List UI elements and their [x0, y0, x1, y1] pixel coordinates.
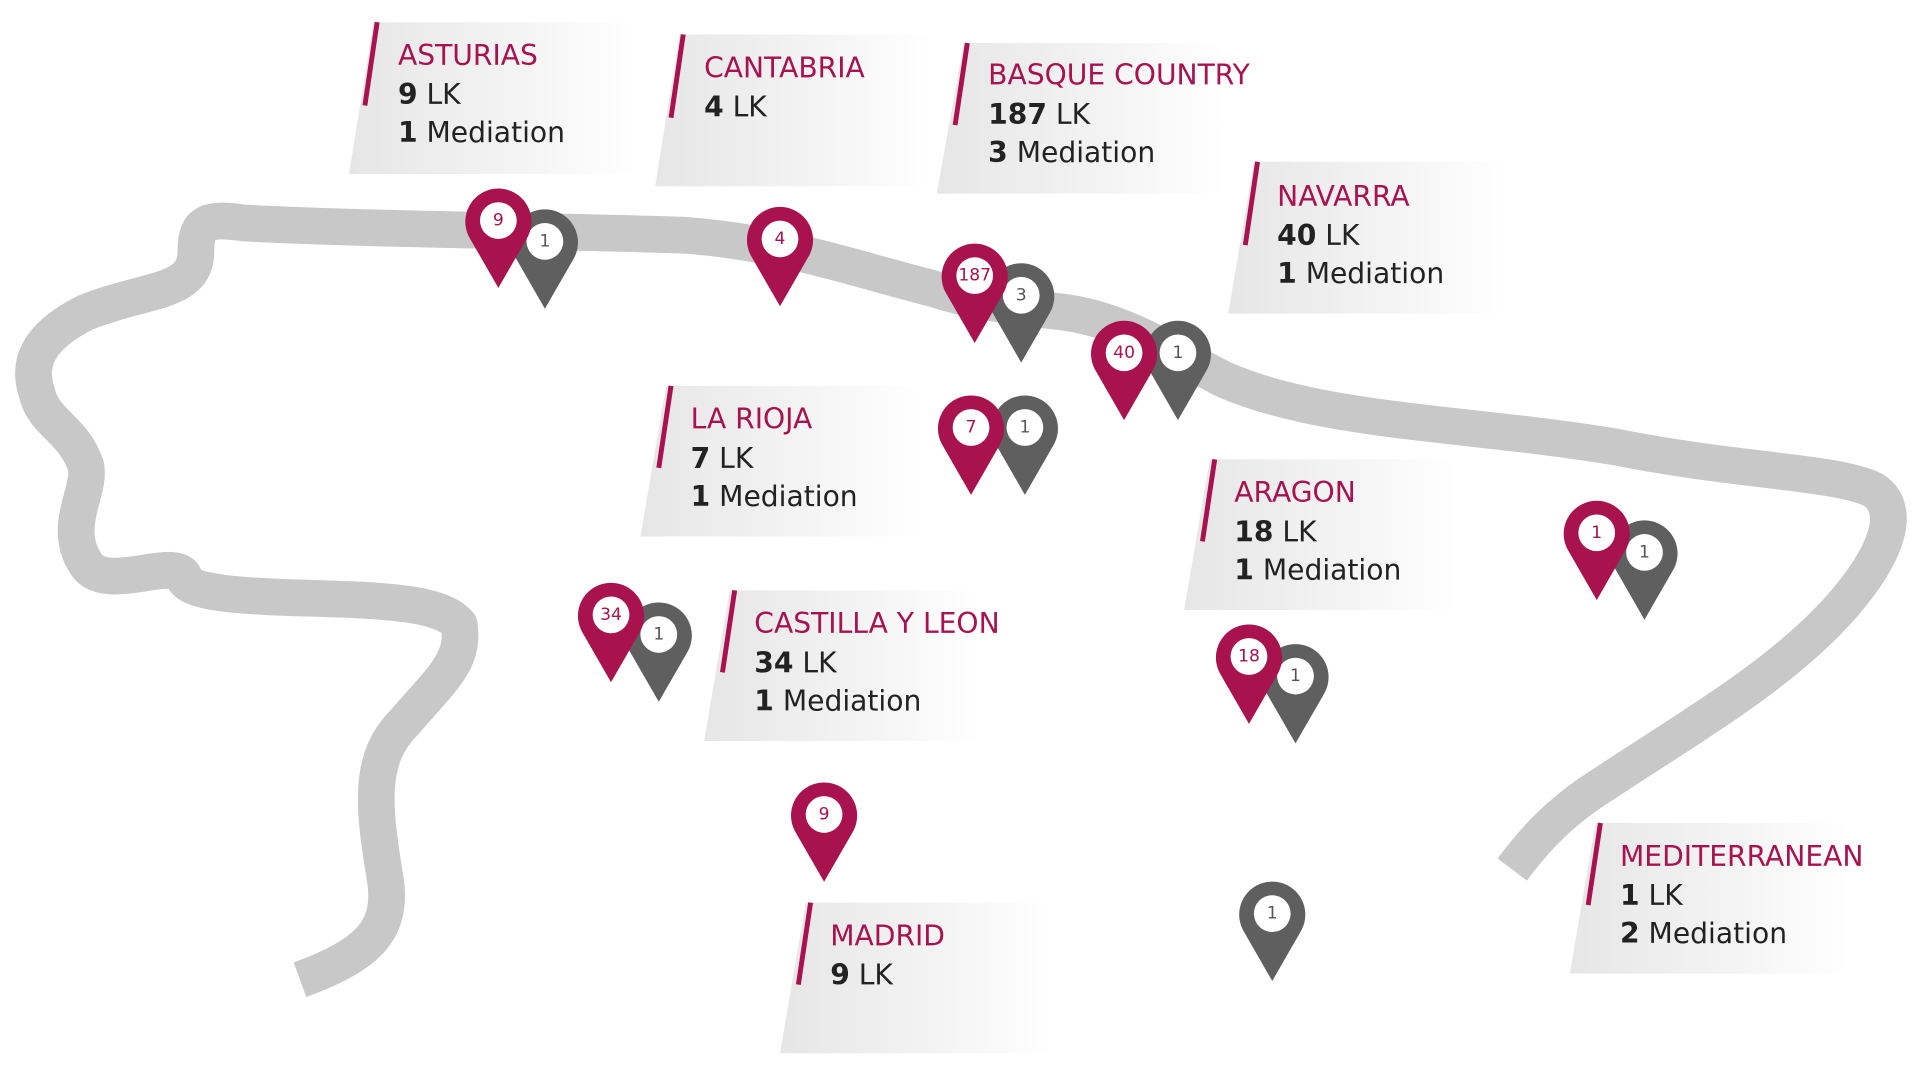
mediation-pin-other[interactable]: 1	[1239, 881, 1306, 981]
mediation-count: 1 Mediation	[398, 116, 565, 149]
region-name: LA RIOJA	[691, 403, 813, 436]
region-label-asturias: ASTURIAS 9 LK 1 Mediation	[348, 21, 637, 175]
mediation-count: 2 Mediation	[1620, 917, 1787, 950]
lk-count: 9 LK	[830, 959, 894, 992]
lk-pin-cantabria[interactable]: 4	[746, 206, 814, 307]
lk-count: 9 LK	[398, 78, 462, 111]
lk-count: 187 LK	[988, 98, 1091, 131]
region-label-basque-country: BASQUE COUNTRY 187 LK 3 Mediation	[936, 42, 1251, 194]
region-label-cantabria: CANTABRIA 4 LK	[655, 34, 931, 187]
lk-pin-madrid[interactable]: 9	[791, 782, 858, 882]
region-label-castilla-y-leon: CASTILLA Y LEON 34 LK 1 Mediation	[704, 590, 1000, 741]
pin-count: 1	[653, 624, 664, 644]
pin-count: 3	[1016, 285, 1027, 305]
lk-pin-rioja[interactable]: 7	[937, 395, 1005, 495]
region-label-madrid: MADRID 9 LK	[780, 902, 1054, 1054]
region-name: CASTILLA Y LEON	[754, 607, 999, 640]
lk-count: 1 LK	[1620, 879, 1684, 912]
mediation-count: 1 Mediation	[754, 684, 921, 717]
region-name: BASQUE COUNTRY	[988, 59, 1250, 92]
region-name: MADRID	[830, 919, 945, 952]
coastline-band	[15, 202, 1907, 998]
lk-pin-navarra[interactable]: 40	[1091, 320, 1158, 421]
mediation-count: 1 Mediation	[1234, 553, 1401, 586]
pin-count: 34	[600, 605, 622, 625]
region-label-aragon: ARAGON 18 LK 1 Mediation	[1184, 458, 1458, 610]
lk-count: 7 LK	[691, 442, 755, 475]
mediation-pin-navarra[interactable]: 1	[1144, 320, 1212, 421]
region-name: NAVARRA	[1277, 180, 1410, 213]
pin-count: 7	[966, 418, 977, 438]
mediation-pin-rioja[interactable]: 1	[991, 395, 1058, 495]
pin-count: 40	[1113, 343, 1135, 363]
lk-count: 34 LK	[754, 646, 838, 679]
pin-count: 187	[958, 266, 991, 286]
lk-pin-castilla[interactable]: 34	[577, 582, 645, 683]
lk-pin-mediterranean[interactable]: 1	[1563, 500, 1630, 601]
pin-count: 4	[775, 229, 786, 249]
lk-count: 4 LK	[704, 90, 768, 123]
pin-count: 1	[1173, 343, 1184, 363]
lk-count: 18 LK	[1234, 515, 1318, 548]
mediation-pin-mediterranean[interactable]: 1	[1611, 520, 1678, 620]
pin-count: 1	[539, 231, 550, 251]
mediation-count: 1 Mediation	[691, 480, 858, 513]
pin-count: 1	[1290, 666, 1301, 686]
pin-count: 9	[819, 804, 830, 824]
pin-count: 1	[1267, 904, 1278, 924]
mediation-count: 3 Mediation	[988, 136, 1155, 169]
region-label-navarra: NAVARRA 40 LK 1 Mediation	[1228, 161, 1507, 314]
pin-count: 1	[1639, 542, 1650, 562]
pin-count: 1	[1591, 523, 1602, 543]
region-label-la-rioja: LA RIOJA 7 LK 1 Mediation	[640, 385, 919, 537]
region-name: CANTABRIA	[704, 51, 865, 84]
region-label-mediterranean: MEDITERRANEAN 1 LK 2 Mediation	[1569, 822, 1863, 974]
pin-count: 18	[1238, 646, 1260, 666]
pin-count: 9	[493, 211, 504, 231]
lk-count: 40 LK	[1277, 219, 1361, 252]
mediation-pin-castilla[interactable]: 1	[625, 602, 692, 702]
region-name: MEDITERRANEAN	[1620, 840, 1863, 873]
lk-pin-aragon[interactable]: 18	[1215, 624, 1283, 724]
pin-count: 1	[1019, 418, 1030, 438]
mediation-count: 1 Mediation	[1277, 257, 1444, 290]
region-name: ASTURIAS	[398, 39, 538, 72]
lk-pin-asturias[interactable]: 9	[465, 188, 532, 288]
lk-pin-basque[interactable]: 187	[941, 243, 1008, 344]
region-name: ARAGON	[1234, 476, 1356, 509]
